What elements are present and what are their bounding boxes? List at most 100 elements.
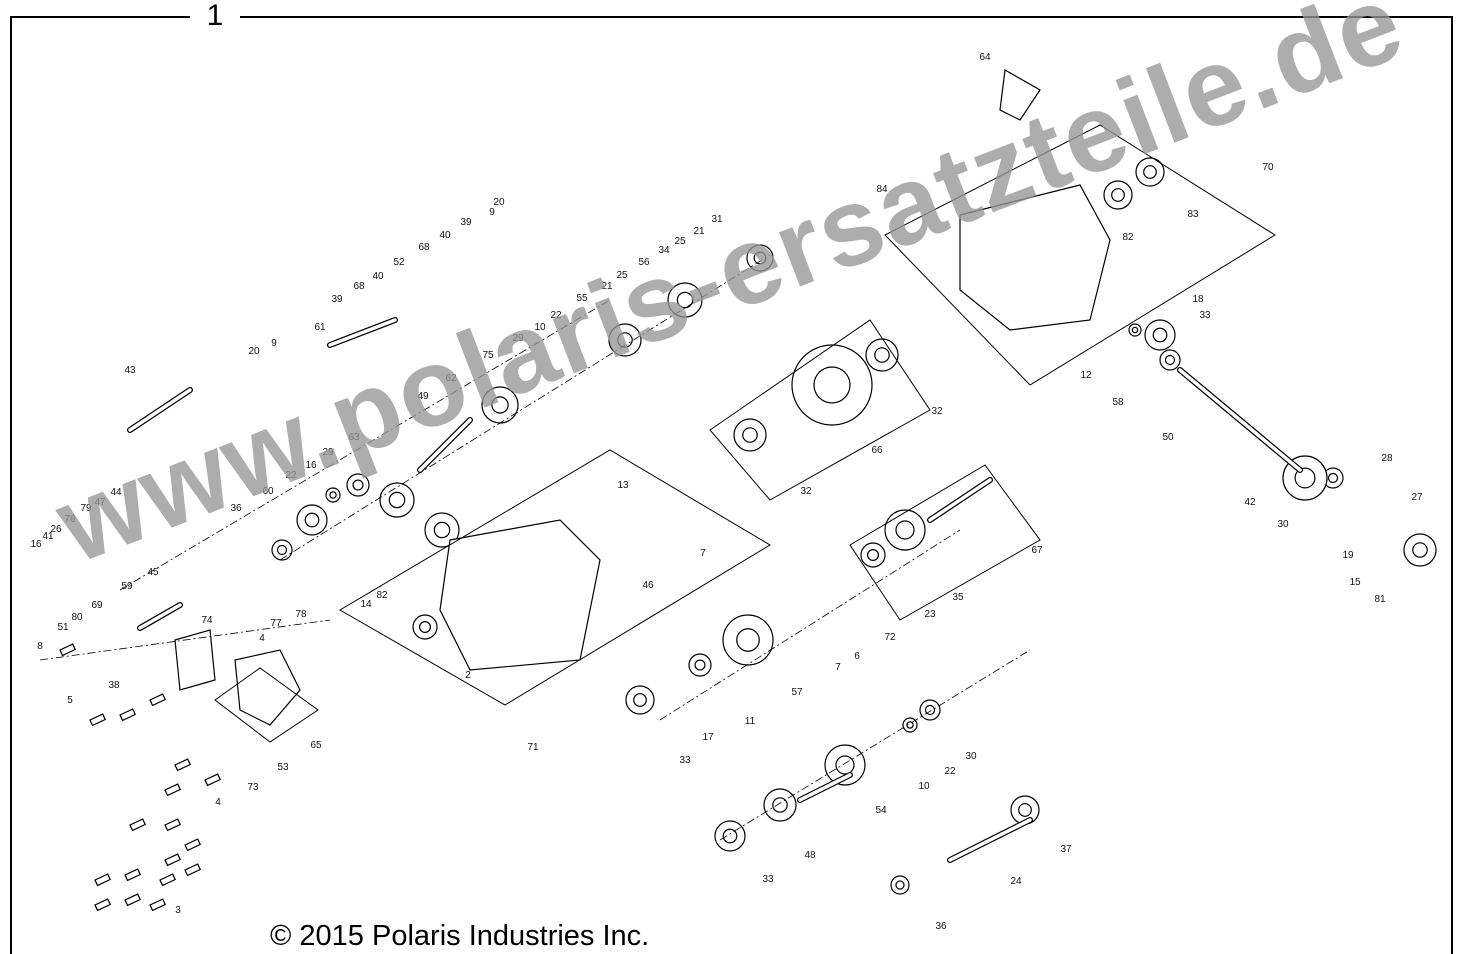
callout-32: 32 xyxy=(931,406,943,417)
callout-59: 59 xyxy=(121,581,133,592)
callout-30: 30 xyxy=(1277,519,1289,530)
callout-65: 65 xyxy=(310,740,322,751)
part-hole xyxy=(676,291,694,309)
part-hole xyxy=(772,797,788,813)
part-hole xyxy=(491,396,509,414)
callout-35: 35 xyxy=(952,592,964,603)
center-axis xyxy=(119,299,611,591)
bolt xyxy=(94,873,112,887)
callout-25: 25 xyxy=(616,270,628,281)
assembly-outline xyxy=(339,449,771,706)
part-hole xyxy=(617,332,633,348)
callout-30: 30 xyxy=(965,751,977,762)
shaft-fill xyxy=(798,773,852,802)
bolt xyxy=(119,708,137,722)
center-axis xyxy=(279,254,771,561)
callout-77: 77 xyxy=(270,618,282,629)
callout-20: 20 xyxy=(248,346,260,357)
callout-10: 10 xyxy=(534,322,546,333)
part-hole xyxy=(874,347,890,363)
part-hole xyxy=(352,479,364,491)
part-hole xyxy=(633,693,647,707)
callout-15: 15 xyxy=(1349,577,1361,588)
part-hole xyxy=(813,366,851,404)
bolt xyxy=(149,693,167,707)
callout-73: 73 xyxy=(247,782,259,793)
callout-23: 23 xyxy=(924,609,936,620)
bracket-64 xyxy=(999,69,1041,121)
callout-36: 36 xyxy=(935,921,947,932)
callout-34: 34 xyxy=(658,245,670,256)
part-hole xyxy=(906,721,914,729)
part-hole xyxy=(753,251,767,265)
bolt xyxy=(89,713,107,727)
callout-32: 32 xyxy=(800,486,812,497)
callout-74: 74 xyxy=(201,615,213,626)
assembly-outline xyxy=(709,319,931,501)
shaft-fill xyxy=(928,478,992,522)
callout-29: 29 xyxy=(322,447,334,458)
bolt xyxy=(164,818,182,832)
callout-17: 17 xyxy=(702,732,714,743)
callout-55: 55 xyxy=(576,293,588,304)
callout-38: 38 xyxy=(108,680,120,691)
copyright-text: © 2015 Polaris Industries Inc. xyxy=(270,920,650,952)
bolt xyxy=(159,873,177,887)
callout-33: 33 xyxy=(762,874,774,885)
callout-82: 82 xyxy=(376,590,388,601)
callout-48: 48 xyxy=(804,850,816,861)
part-hole xyxy=(276,544,288,556)
callout-33: 33 xyxy=(1199,310,1211,321)
callout-7: 7 xyxy=(835,662,841,673)
callout-37: 37 xyxy=(1060,844,1072,855)
callout-51: 51 xyxy=(57,622,69,633)
callout-29: 29 xyxy=(512,333,524,344)
assembly-outline xyxy=(214,667,319,743)
callout-27: 27 xyxy=(1411,492,1423,503)
callout-49: 49 xyxy=(417,391,429,402)
callout-22: 22 xyxy=(550,310,562,321)
callout-83: 83 xyxy=(1187,209,1199,220)
callout-14: 14 xyxy=(360,599,372,610)
callout-40: 40 xyxy=(372,271,384,282)
part-hole xyxy=(433,521,451,539)
bolt xyxy=(184,838,202,852)
bolt xyxy=(174,758,192,772)
part-hole xyxy=(835,755,855,775)
callout-64: 64 xyxy=(979,52,991,63)
bolt xyxy=(204,773,222,787)
callout-71: 71 xyxy=(527,742,539,753)
callout-62: 62 xyxy=(445,373,457,384)
callout-82: 82 xyxy=(1122,232,1134,243)
callout-26: 26 xyxy=(50,524,62,535)
part-hole xyxy=(736,628,760,652)
callout-68: 68 xyxy=(418,242,430,253)
callout-5: 5 xyxy=(67,695,73,706)
callout-3: 3 xyxy=(175,905,181,916)
callout-60: 60 xyxy=(262,486,274,497)
bracket xyxy=(174,629,216,691)
part-hole xyxy=(388,491,406,509)
callout-69: 69 xyxy=(91,600,103,611)
part-hole xyxy=(1294,467,1316,489)
part-hole xyxy=(722,828,738,844)
callout-44: 44 xyxy=(110,487,122,498)
part-hole xyxy=(419,620,432,633)
bolt xyxy=(124,868,142,882)
callout-13: 13 xyxy=(617,480,629,491)
callout-57: 57 xyxy=(791,687,803,698)
bolt xyxy=(149,898,167,912)
callout-76: 76 xyxy=(64,514,76,525)
callout-19: 19 xyxy=(1342,550,1354,561)
bolt xyxy=(129,818,147,832)
callout-78: 78 xyxy=(295,609,307,620)
bolt xyxy=(124,893,142,907)
callout-54: 54 xyxy=(875,805,887,816)
callout-40: 40 xyxy=(439,230,451,241)
callout-63: 63 xyxy=(348,432,360,443)
callout-11: 11 xyxy=(744,716,756,727)
callout-6: 6 xyxy=(854,651,860,662)
callout-75: 75 xyxy=(482,350,494,361)
part-hole xyxy=(1111,188,1125,202)
